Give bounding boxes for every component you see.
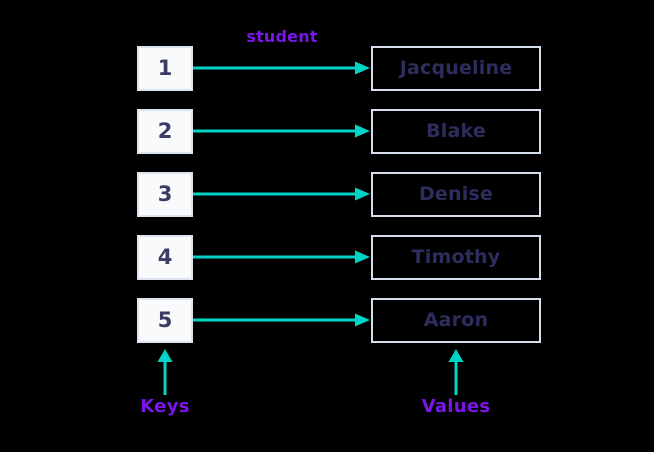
key-label: 1 — [157, 56, 173, 80]
arrow-right-icon — [193, 311, 371, 329]
value-label: Jacqueline — [399, 57, 513, 79]
key-label: 2 — [157, 119, 173, 143]
key-box: 1 — [137, 46, 193, 91]
arrow-right-icon — [193, 122, 371, 140]
arrow-right-icon — [193, 59, 371, 77]
key-label: 3 — [157, 182, 173, 206]
key-label: 5 — [157, 308, 173, 332]
mapping-label: student — [246, 27, 318, 46]
key-box: 5 — [137, 298, 193, 343]
value-box: Blake — [371, 109, 541, 154]
value-label: Timothy — [411, 246, 501, 268]
value-box: Jacqueline — [371, 46, 541, 91]
value-label: Blake — [426, 120, 486, 142]
value-box: Aaron — [371, 298, 541, 343]
key-box: 4 — [137, 235, 193, 280]
keys-legend-label: Keys — [140, 396, 190, 417]
arrow-right-icon — [193, 248, 371, 266]
value-label: Denise — [418, 183, 494, 205]
key-box: 2 — [137, 109, 193, 154]
key-label: 4 — [157, 245, 173, 269]
values-arrow-up-icon — [443, 349, 469, 395]
value-label: Aaron — [423, 309, 489, 331]
values-legend-label: Values — [421, 396, 491, 417]
arrow-right-icon — [193, 185, 371, 203]
keys-arrow-up-icon — [152, 349, 178, 395]
value-box: Timothy — [371, 235, 541, 280]
value-box: Denise — [371, 172, 541, 217]
key-box: 3 — [137, 172, 193, 217]
